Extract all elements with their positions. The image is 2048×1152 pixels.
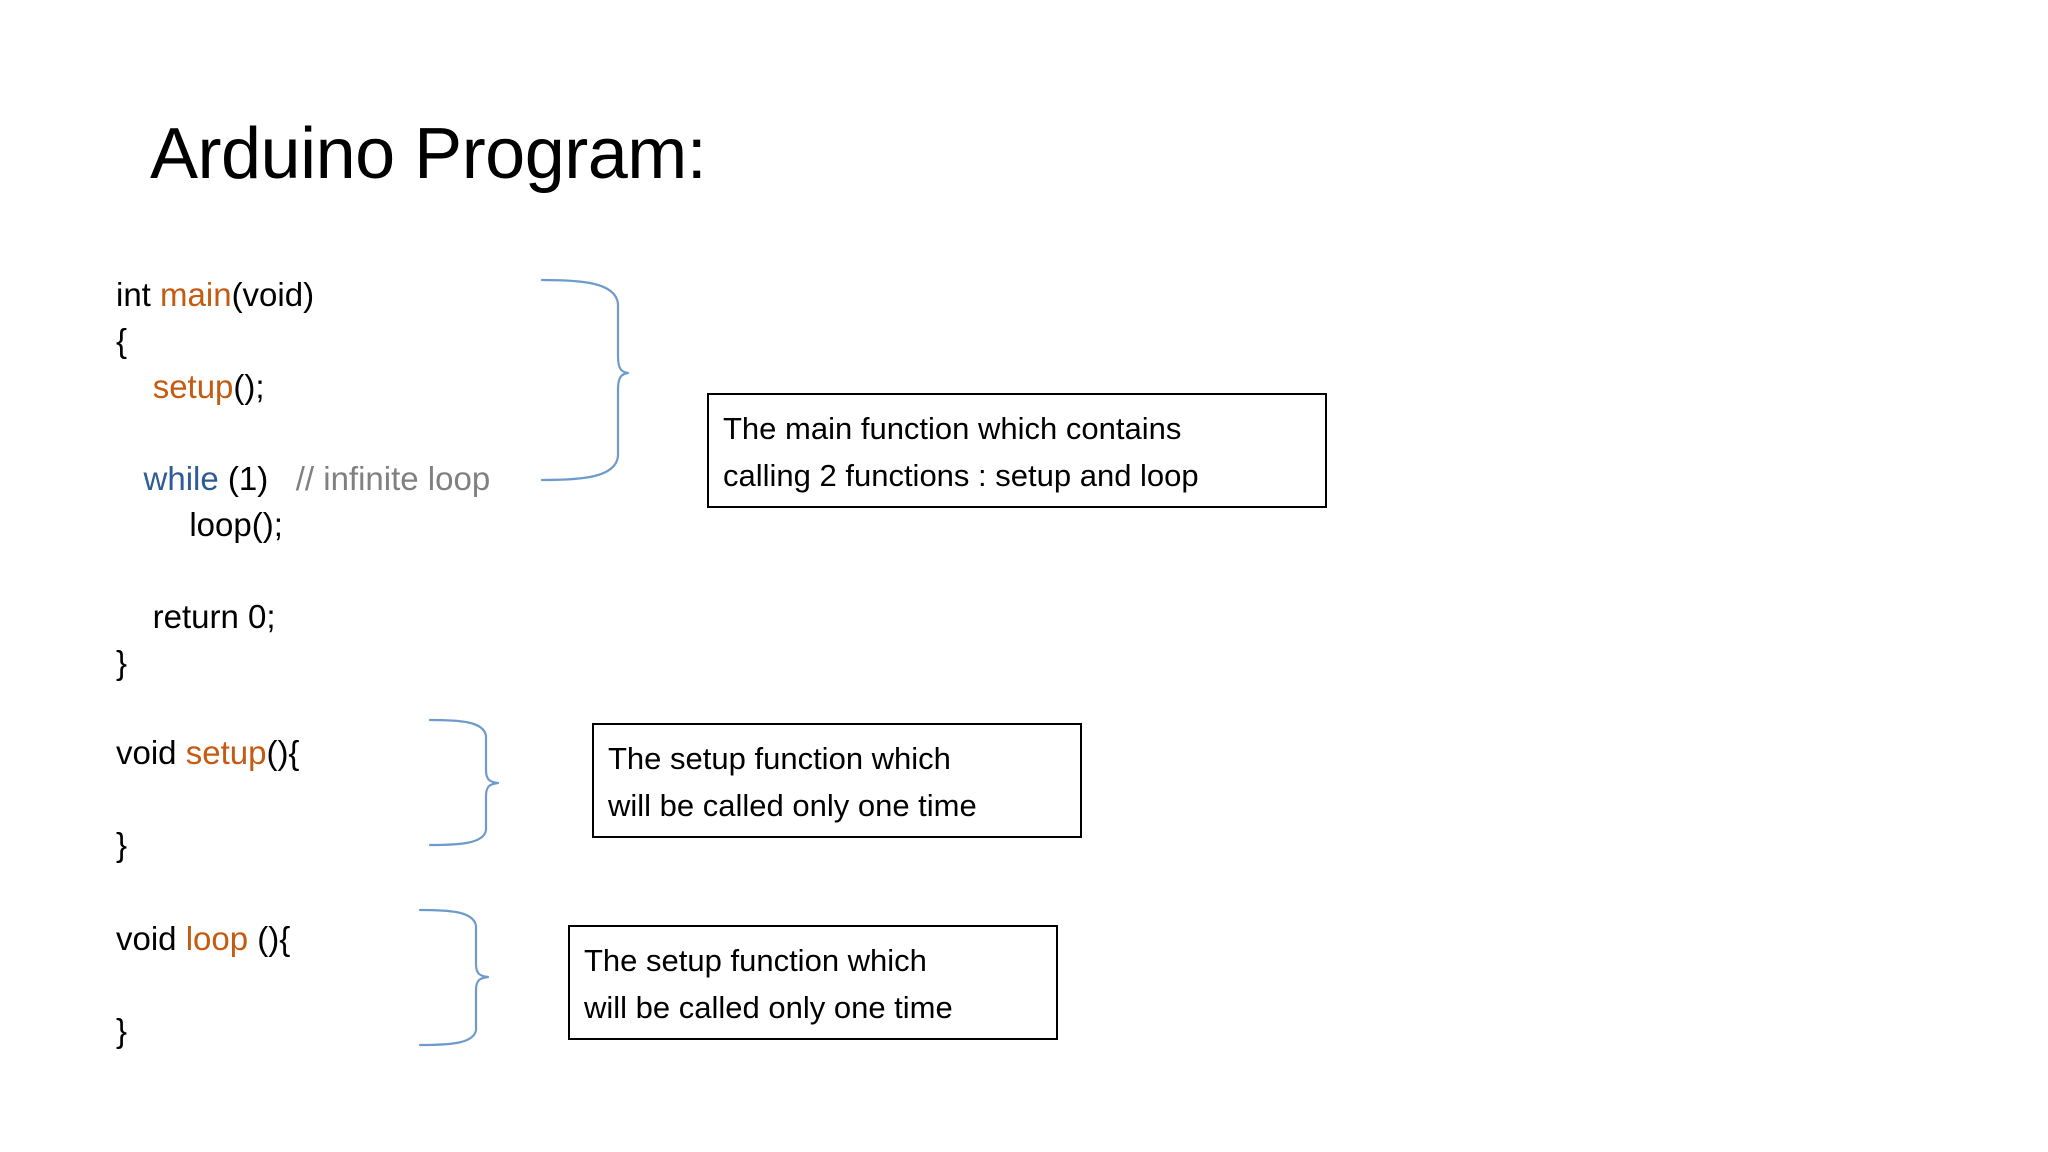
code-token-keyword: while (143, 460, 219, 497)
callout-main-function: The main function which contains calling… (707, 393, 1327, 508)
code-token-plain: (1) (218, 460, 296, 497)
code-line: } (116, 822, 299, 868)
code-token-function: loop (185, 920, 249, 957)
code-token-plain: loop(); (116, 506, 283, 543)
code-token-plain: void (116, 734, 186, 771)
code-token-plain: } (116, 644, 128, 681)
code-line: int main(void) (116, 272, 490, 318)
code-block-loop: void loop (){ } (116, 916, 290, 1054)
brace-connector-loop-icon (418, 908, 490, 1047)
code-line: while (1) // infinite loop (116, 456, 491, 502)
code-token-plain: (){ (266, 734, 300, 771)
code-line: } (116, 640, 490, 686)
code-token-plain: (){ (248, 920, 291, 957)
code-token-plain: { (116, 322, 128, 359)
callout-loop-function: The setup function which will be called … (568, 925, 1058, 1040)
code-token-plain: (void) (231, 276, 315, 313)
code-line: { (116, 318, 490, 364)
callout-setup-function: The setup function which will be called … (592, 723, 1082, 838)
code-line: } (116, 1008, 290, 1054)
brace-connector-setup-icon (428, 718, 500, 847)
code-token-function: setup (152, 368, 234, 405)
code-token-plain: } (116, 1012, 128, 1049)
code-token-plain (116, 460, 144, 497)
code-token-plain: } (116, 826, 128, 863)
code-token-function: setup (185, 734, 267, 771)
code-line: loop(); (116, 502, 490, 548)
code-block-setup: void setup(){ } (116, 730, 299, 868)
code-line: void setup(){ (116, 730, 299, 776)
code-token-plain: void (116, 920, 186, 957)
code-token-plain: (); (233, 368, 265, 405)
code-token-plain (116, 368, 153, 405)
code-token-plain: return 0; (116, 598, 276, 635)
code-token-comment: // infinite loop (295, 460, 491, 497)
code-line: void loop (){ (116, 916, 290, 962)
code-line: return 0; (116, 594, 490, 640)
code-line: setup(); (116, 364, 490, 410)
brace-connector-main-icon (540, 278, 630, 482)
code-token-plain: int (116, 276, 161, 313)
page-title: Arduino Program: (150, 114, 707, 194)
code-block-main: int main(void) { setup(); while (1) // in… (116, 272, 490, 686)
code-token-function: main (160, 276, 232, 313)
